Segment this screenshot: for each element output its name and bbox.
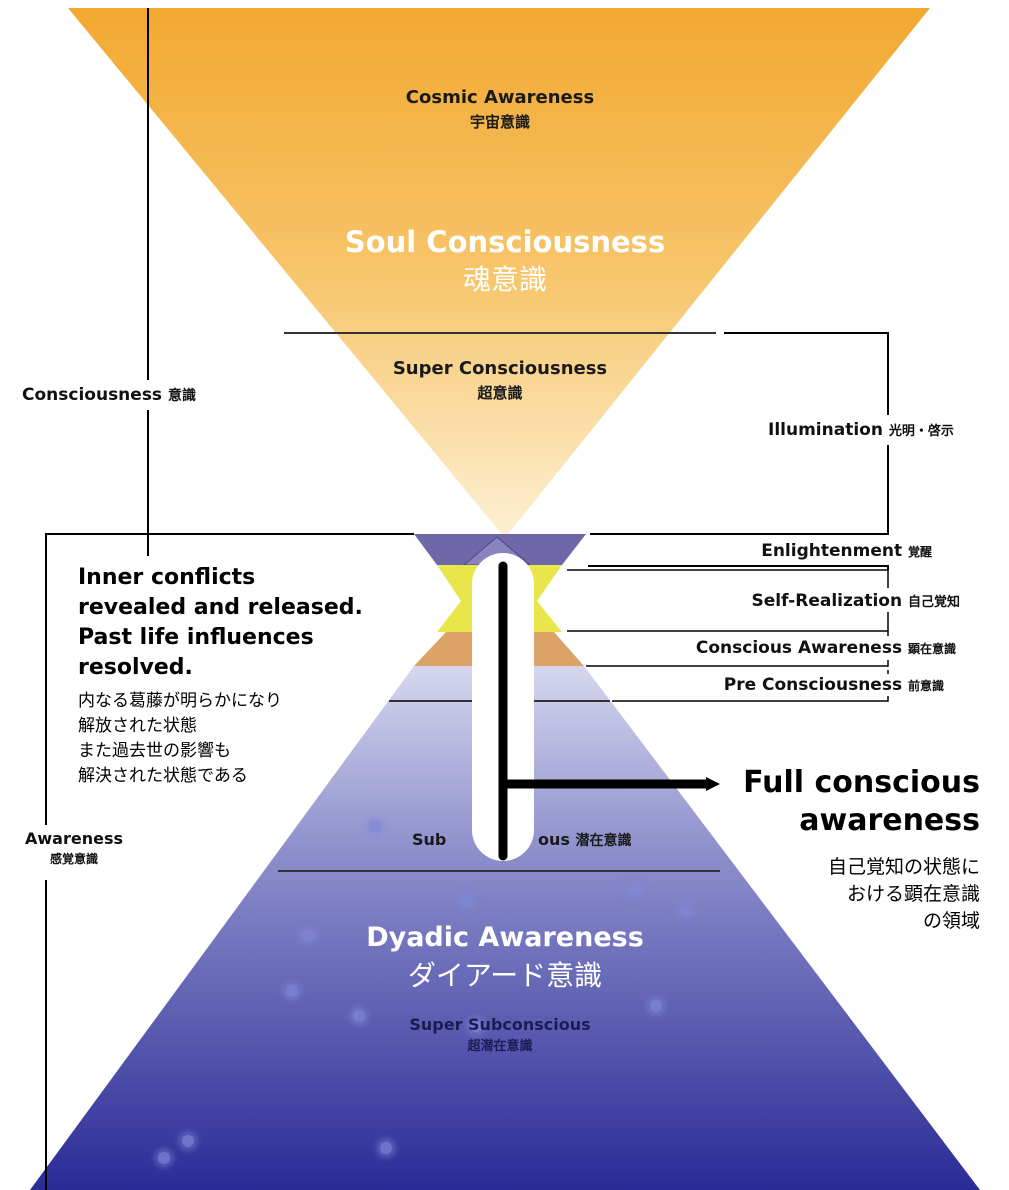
awareness-jp: 感覚意識: [49, 852, 98, 866]
self-realization-jp: 自己覚知: [908, 595, 961, 610]
enlightenment-jp: 覚醒: [908, 545, 933, 559]
illumination-bracket-lower: [590, 445, 889, 535]
illumination-label: Illumination 光明・啓示: [768, 419, 954, 443]
inner-conflicts-jp-line: 解決された状態である: [78, 766, 248, 786]
pre-consciousness-en: Pre Consciousness: [723, 675, 903, 695]
super-consciousness-jp: 超意識: [477, 384, 523, 402]
awareness-label: Awareness 感覚意識: [14, 829, 134, 869]
star-decoration: [369, 820, 381, 832]
illumination-bracket: [724, 332, 889, 415]
full-conscious-jp-line: の領域: [922, 910, 980, 932]
full-conscious-line: awareness: [799, 803, 980, 838]
soul-consciousness-jp: 魂意識: [462, 263, 547, 296]
star-decoration: [470, 1020, 482, 1032]
soul-consciousness-label: Soul Consciousness 魂意識: [280, 222, 730, 298]
inner-conflicts-jp-line: 内なる葛藤が明らかになり: [78, 691, 282, 711]
self-realization-en: Self-Realization: [751, 591, 903, 611]
super-consciousness-label: Super Consciousness 超意識: [330, 357, 670, 405]
consciousness-label: Consciousness 意識: [22, 384, 196, 407]
conscious-awareness-en: Conscious Awareness: [695, 638, 903, 658]
cosmic-awareness-jp: 宇宙意識: [469, 113, 530, 131]
subconscious-label-right: ous 潜在意識: [538, 828, 631, 853]
inner-conflicts-line: revealed and released.: [78, 595, 363, 620]
illumination-jp: 光明・啓示: [888, 424, 954, 439]
pre-consciousness-bracket-lower: [612, 696, 889, 702]
consciousness-jp: 意識: [167, 388, 196, 404]
subconscious-jp: 潜在意識: [575, 833, 632, 849]
super-subconscious-jp: 超潜在意識: [467, 1039, 533, 1054]
awareness-en: Awareness: [25, 829, 123, 848]
star-decoration: [680, 905, 692, 917]
enlightenment-bracket: [588, 565, 889, 570]
pre-consciousness-label: Pre Consciousness 前意識: [600, 674, 980, 697]
super-consciousness-en: Super Consciousness: [392, 358, 608, 379]
star-decoration: [353, 1010, 365, 1022]
star-decoration: [302, 930, 314, 942]
conscious-awareness-bracket-lower: [586, 660, 889, 667]
dyadic-awareness-jp: ダイアード意識: [407, 959, 603, 992]
inner-conflicts-line: Past life influences: [78, 625, 314, 650]
cosmic-awareness-label: Cosmic Awareness 宇宙意識: [330, 86, 670, 134]
full-conscious-line: Full conscious: [743, 765, 980, 800]
subconscious-label-left: Sub: [412, 830, 447, 849]
star-decoration: [286, 985, 298, 997]
conscious-awareness-label: Conscious Awareness 顕在意識: [600, 637, 980, 660]
self-realization-label: Self-Realization 自己覚知: [660, 590, 980, 614]
self-realization-bracket-lower: [567, 612, 889, 632]
star-decoration: [182, 1135, 194, 1147]
cosmic-awareness-en: Cosmic Awareness: [405, 87, 595, 108]
awareness-bracket: [45, 533, 414, 825]
inner-conflicts-block: Inner conflicts revealed and released. P…: [78, 563, 363, 789]
inner-conflicts-jp-line: 解放された状態: [78, 716, 197, 736]
dyadic-awareness-en: Dyadic Awareness: [366, 922, 644, 953]
dyadic-awareness-label: Dyadic Awareness ダイアード意識: [280, 918, 730, 994]
dyadic-cone: [30, 666, 980, 1190]
pointer-arrowhead: [706, 777, 720, 791]
inner-conflicts-line: Inner conflicts: [78, 565, 256, 590]
enlightenment-label: Enlightenment 覚醒: [660, 540, 980, 563]
inner-conflicts-jp-line: また過去世の影響も: [78, 741, 231, 761]
full-conscious-jp-line: おける顕在意識: [846, 883, 980, 905]
subconscious-en-right: ous: [538, 830, 570, 849]
pre-consciousness-jp: 前意識: [908, 679, 945, 693]
soul-cone: [68, 8, 930, 538]
full-conscious-jp-line: 自己覚知の状態に: [827, 856, 980, 878]
inner-conflicts-line: resolved.: [78, 655, 193, 680]
star-decoration: [158, 1152, 170, 1164]
star-decoration: [460, 895, 472, 907]
enlightenment-en: Enlightenment: [761, 541, 903, 561]
self-realization-bracket: [567, 569, 889, 588]
super-subconscious-label: Super Subconscious 超潜在意識: [330, 1014, 670, 1058]
soul-consciousness-en: Soul Consciousness: [344, 225, 666, 259]
illumination-en: Illumination: [768, 420, 883, 440]
star-decoration: [650, 1000, 662, 1012]
full-conscious-block: Full conscious awareness 自己覚知の状態に おける顕在意…: [700, 764, 980, 935]
conscious-awareness-jp: 顕在意識: [908, 642, 957, 656]
star-decoration: [380, 1142, 392, 1154]
consciousness-en: Consciousness: [22, 385, 163, 405]
star-decoration: [628, 884, 640, 896]
super-subconscious-en: Super Subconscious: [409, 1015, 591, 1034]
